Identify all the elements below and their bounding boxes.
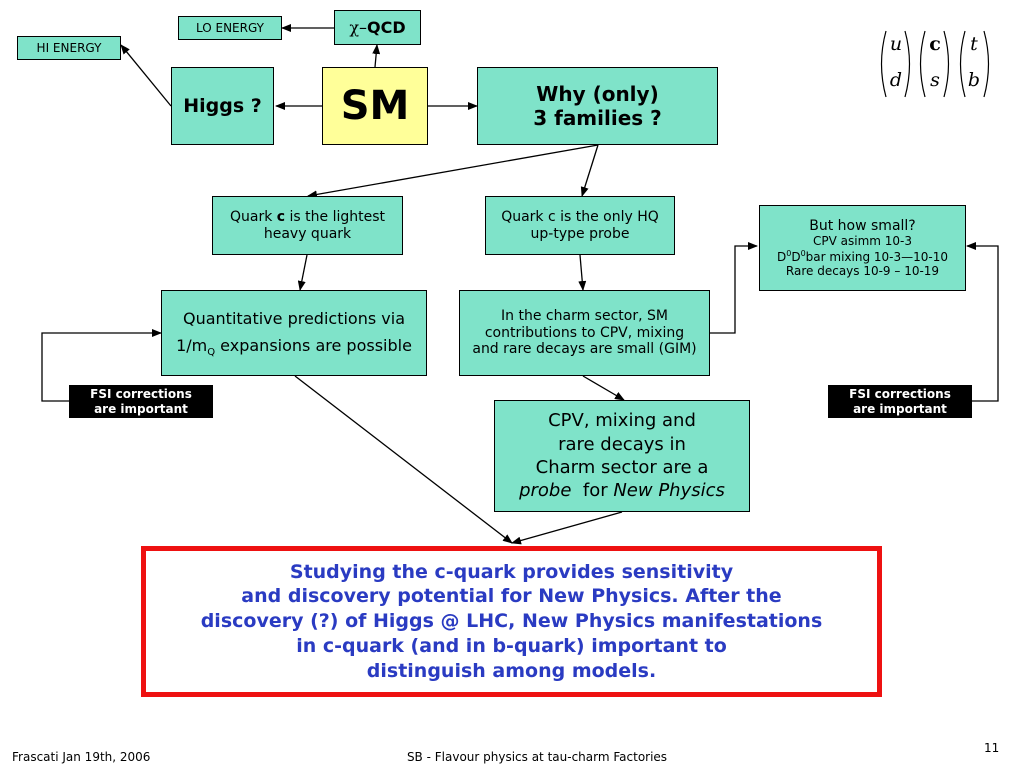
quantitative-line1: Quantitative predictions via	[182, 308, 405, 328]
arrow-fsi-right-to-howsmall	[966, 242, 999, 402]
arrow-probe-to-charm	[578, 254, 587, 291]
how-small-line4: Rare decays 10-9 – 10-19	[785, 264, 940, 279]
arrow-higgs-to-hi	[120, 44, 172, 107]
quark-c-probe-line1: Quark c is the only HQ	[501, 208, 659, 225]
node-fsi-right: FSI corrections are important	[828, 385, 972, 418]
conclusion-line4: in c-quark (and in b-quark) important to	[296, 634, 727, 657]
node-lo-energy: LO ENERGY	[178, 16, 282, 40]
node-why-families: Why (only) 3 families ?	[477, 67, 718, 145]
fsi-left-line2: are important	[94, 401, 188, 416]
quark-c-lightest-line1: Quark c is the lightest	[229, 208, 386, 225]
node-quark-c-lightest: Quark c is the lightest heavy quark	[212, 196, 403, 255]
conclusion-line5: distinguish among models.	[366, 659, 657, 682]
sm-label: SM	[340, 83, 410, 129]
arrow-sm-to-qcd	[372, 44, 381, 68]
node-sm: SM	[322, 67, 428, 145]
qcd-label: QCD	[367, 17, 406, 37]
quark-c-lightest-line2: heavy quark	[263, 225, 352, 242]
hi-energy-label: HI ENERGY	[36, 40, 102, 55]
node-quantitative: Quantitative predictions via 1/mQ expans…	[161, 290, 427, 376]
chi-dash: –	[359, 17, 368, 37]
how-small-line1: But how small?	[809, 217, 916, 234]
how-small-line3: D0D0bar mixing 10-3—10-10	[776, 248, 948, 264]
node-cpv-probe: CPV, mixing and rare decays in Charm sec…	[494, 400, 750, 512]
node-charm-sector: In the charm sector, SM contributions to…	[459, 290, 710, 376]
page-number: 11	[984, 741, 1000, 755]
conclusion-box: Studying the c-quark provides sensitivit…	[141, 546, 882, 697]
fsi-right-line2: are important	[853, 401, 947, 416]
arrow-charm-to-cpv	[582, 375, 625, 401]
charm-sector-line1: In the charm sector, SM	[501, 307, 668, 324]
fsi-left-line1: FSI corrections	[90, 387, 192, 402]
footer-left: Frascati Jan 19th, 2006	[12, 750, 151, 764]
node-chi-qcd: χ–QCD	[334, 10, 421, 45]
node-but-how-small: But how small? CPV asimm 10-3 D0D0bar mi…	[759, 205, 966, 291]
matrix-b: b	[967, 69, 981, 91]
chi-symbol: χ	[349, 17, 360, 37]
matrix-d: d	[889, 69, 903, 91]
quantitative-line2: 1/mQ expansions are possible	[176, 336, 412, 359]
quark-c-probe-line2: up-type probe	[530, 225, 630, 242]
conclusion-line2: and discovery potential for New Physics.…	[241, 585, 782, 608]
cpv-probe-line4: probe for New Physics	[519, 480, 725, 502]
matrix-t: t	[970, 33, 978, 55]
why-families-line2: 3 families ?	[533, 106, 662, 130]
arrow-lightest-to-quant	[297, 254, 308, 291]
node-fsi-left: FSI corrections are important	[69, 385, 213, 418]
cpv-probe-line1: CPV, mixing and	[548, 410, 696, 432]
arrow-why-to-lightest	[307, 144, 599, 199]
fsi-right-line1: FSI corrections	[849, 387, 951, 402]
cpv-probe-line3: Charm sector are a	[535, 457, 709, 478]
matrix-c: c	[929, 33, 941, 55]
arrow-fsi-left-to-quant	[41, 329, 162, 402]
matrix-u: u	[889, 33, 903, 55]
arrow-why-to-probe	[580, 144, 599, 197]
why-families-line1: Why (only)	[536, 82, 659, 106]
cpv-probe-line2: rare decays in	[558, 433, 686, 455]
arrow-charm-to-howsmall	[710, 242, 758, 334]
conclusion-line3: discovery (?) of Higgs @ LHC, New Physic…	[200, 610, 823, 633]
charm-sector-line3: and rare decays are small (GIM)	[472, 341, 697, 358]
higgs-label: Higgs ?	[183, 94, 262, 117]
quark-family-matrix: u c t d s b	[876, 28, 994, 100]
arrow-cpv-to-conclusion	[511, 511, 623, 545]
charm-sector-line2: contributions to CPV, mixing	[484, 324, 685, 341]
how-small-line2: CPV asimm 10-3	[812, 234, 912, 249]
node-quark-c-probe: Quark c is the only HQ up-type probe	[485, 196, 675, 255]
node-hi-energy: HI ENERGY	[17, 36, 121, 60]
matrix-parentheses	[880, 30, 990, 98]
arrow-quant-to-conclusion	[294, 375, 513, 544]
lo-energy-label: LO ENERGY	[195, 20, 265, 35]
footer-center: SB - Flavour physics at tau-charm Factor…	[406, 750, 668, 764]
conclusion-line1: Studying the c-quark provides sensitivit…	[289, 560, 734, 583]
node-higgs: Higgs ?	[171, 67, 274, 145]
matrix-s: s	[930, 69, 940, 91]
